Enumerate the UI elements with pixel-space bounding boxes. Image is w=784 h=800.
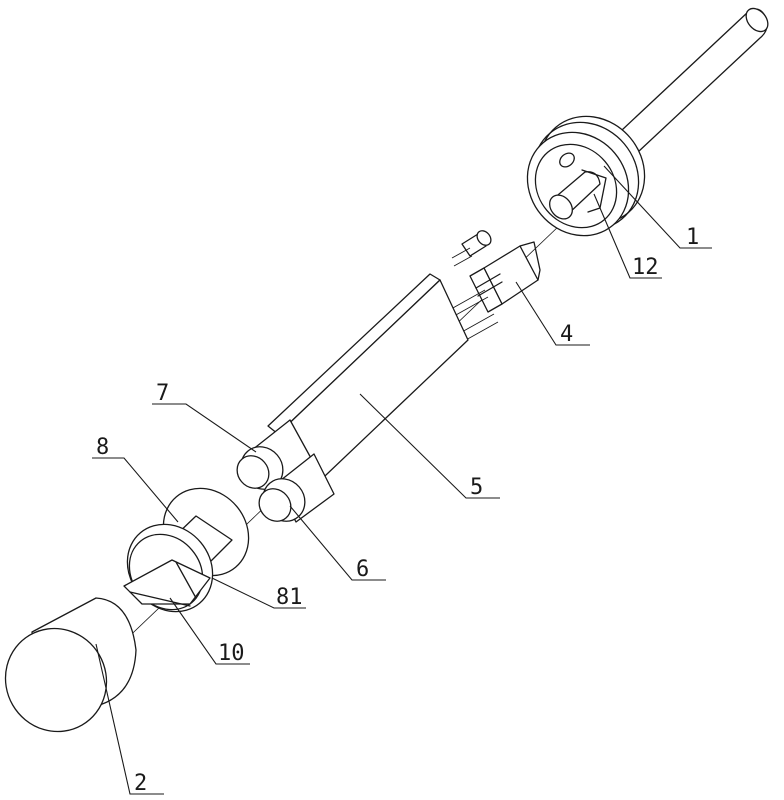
label-8: 8	[96, 435, 109, 460]
leader-6	[290, 506, 386, 580]
leader-7	[152, 404, 256, 452]
label-5: 5	[470, 475, 483, 500]
part-2-end-cap	[0, 598, 136, 750]
label-2: 2	[134, 771, 147, 796]
label-10: 10	[218, 641, 245, 666]
label-12: 12	[632, 255, 659, 280]
label-81: 81	[276, 585, 303, 610]
label-6: 6	[356, 557, 369, 582]
label-1: 1	[686, 225, 699, 250]
label-7: 7	[156, 381, 169, 406]
part-1-rod-cap	[507, 4, 773, 256]
label-4: 4	[560, 322, 573, 347]
leader-4	[516, 282, 590, 345]
